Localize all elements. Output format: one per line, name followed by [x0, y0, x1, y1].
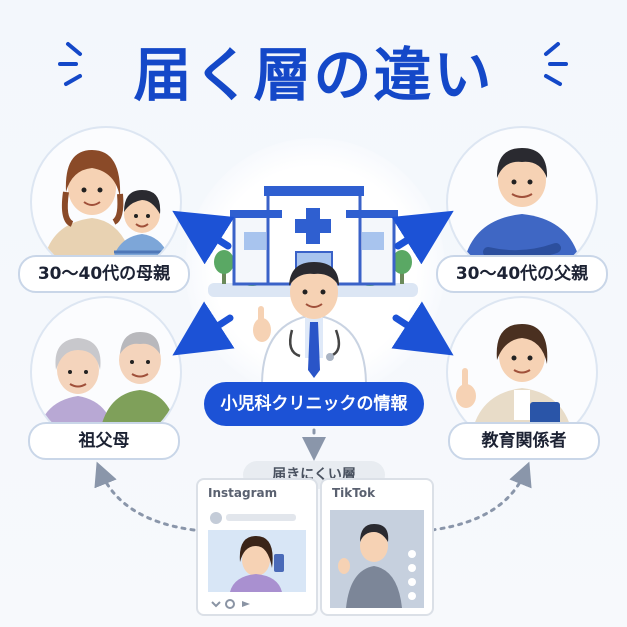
tiktok-video-icon — [330, 510, 424, 608]
grandparents-label: 祖父母 — [28, 422, 180, 460]
educators-label: 教育関係者 — [448, 422, 600, 460]
arrow-to-father — [391, 210, 454, 265]
mother-circle — [30, 126, 182, 278]
instagram-card: Instagram — [196, 478, 318, 616]
arrow-to-grandparents — [172, 301, 235, 356]
tiktok-label: TikTok — [332, 486, 376, 500]
father-label: 30〜40代の父親 — [436, 255, 608, 293]
right-spark-icon — [544, 42, 568, 86]
arrow-to-educators — [391, 301, 454, 356]
doctor-icon — [253, 262, 368, 386]
tiktok-card: TikTok — [320, 478, 434, 616]
instagram-label: Instagram — [208, 486, 278, 500]
dotted-left — [94, 461, 196, 532]
page-title: 届く層の違い — [133, 41, 494, 109]
mother-label: 30〜40代の母親 — [18, 255, 190, 293]
instagram-post-icon — [208, 512, 306, 609]
dotted-right — [430, 461, 532, 532]
clinic-info-label: 小児科クリニックの情報 — [204, 382, 424, 426]
clinic-building-icon — [230, 186, 398, 286]
left-spark-icon — [58, 42, 82, 86]
arrow-to-mother — [172, 210, 235, 265]
